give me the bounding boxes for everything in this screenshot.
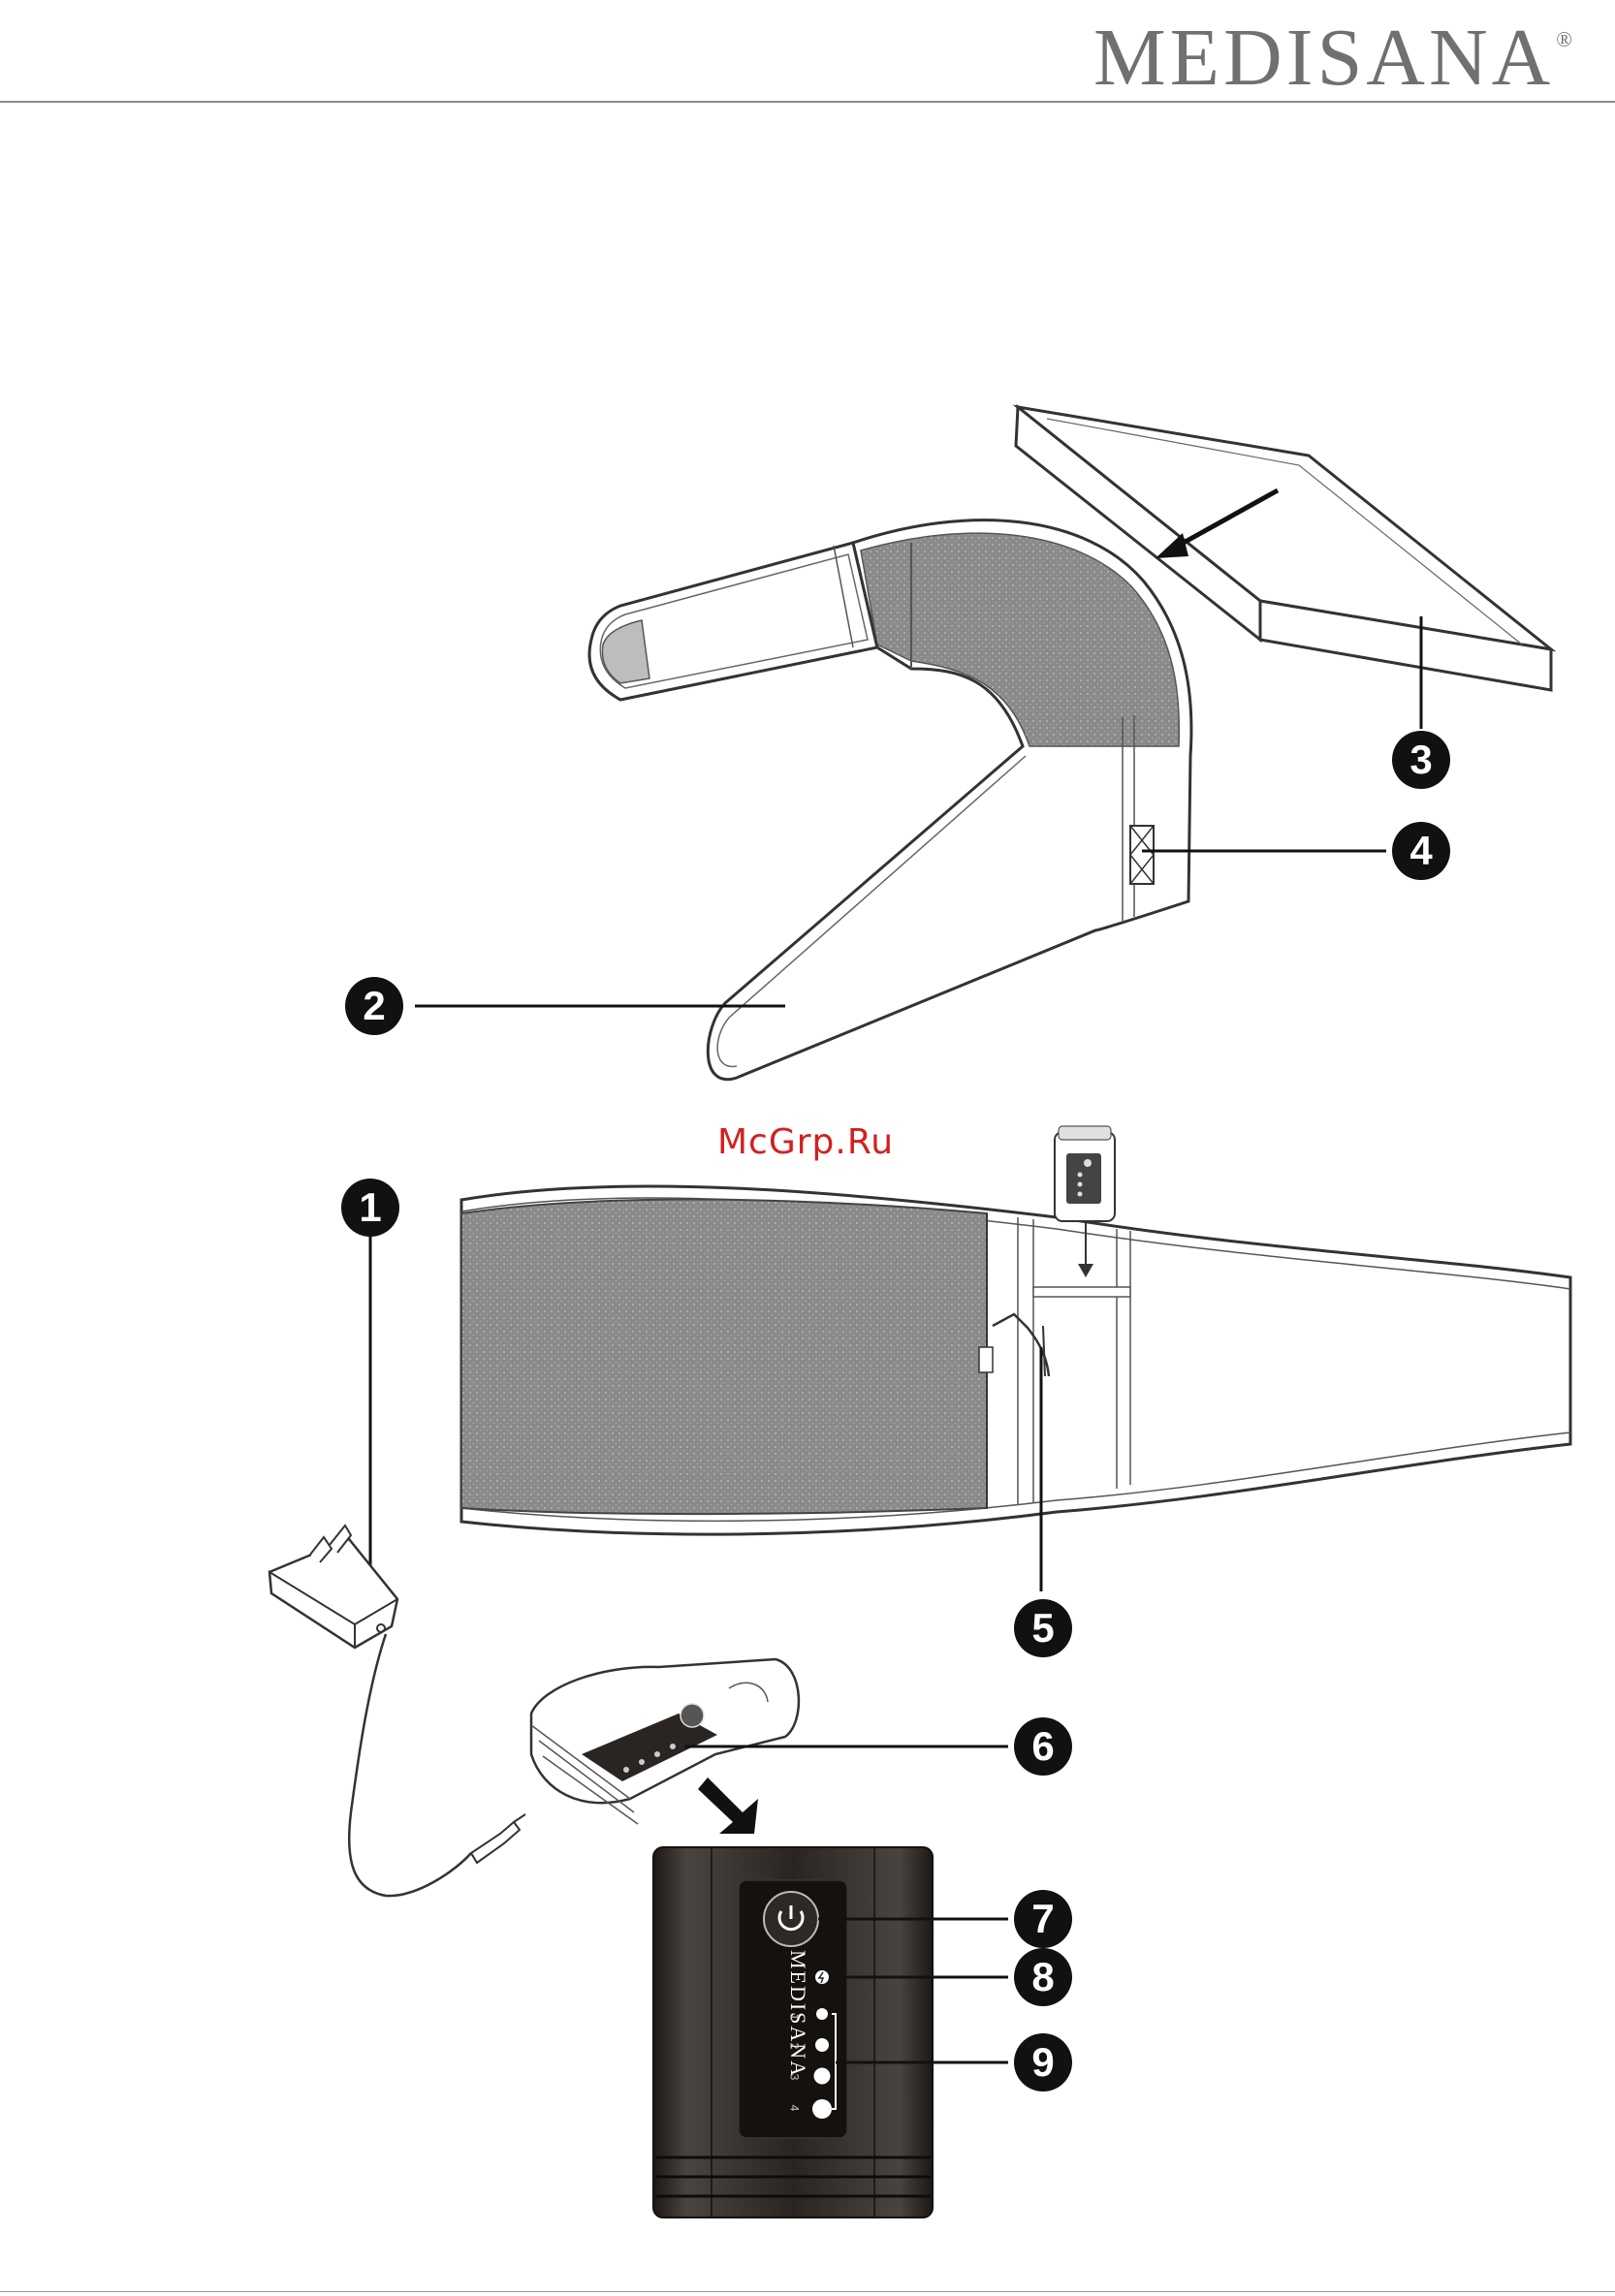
callout-7: 7	[1014, 1890, 1072, 1948]
callout-6: 6	[1014, 1717, 1072, 1776]
callout-9: 9	[1014, 2033, 1072, 2092]
heat-level-label-2: 2	[787, 2043, 801, 2050]
callout-1: 1	[341, 1179, 399, 1237]
callout-8: 8	[1014, 1948, 1072, 2006]
footer-rule	[0, 2291, 1615, 2292]
callout-2: 2	[345, 977, 403, 1035]
heat-level-label-1: 1	[787, 2014, 801, 2021]
down-arrow-icon	[698, 1777, 758, 1834]
controller-3d	[531, 1659, 799, 1824]
belt-u-shape	[589, 500, 1193, 1080]
heat-level-label-4: 4	[787, 2105, 801, 2112]
callout-5: 5	[1014, 1599, 1072, 1657]
belt-flat	[461, 1186, 1570, 1534]
watermark-text: McGrp.Ru	[717, 1122, 894, 1162]
charge-icon	[815, 1970, 829, 1984]
adapter-cable	[349, 1634, 525, 1896]
callout-3: 3	[1392, 731, 1450, 789]
power-adapter	[269, 1525, 397, 1648]
callout-4: 4	[1392, 822, 1450, 880]
heat-level-label-3: 3	[787, 2074, 801, 2081]
